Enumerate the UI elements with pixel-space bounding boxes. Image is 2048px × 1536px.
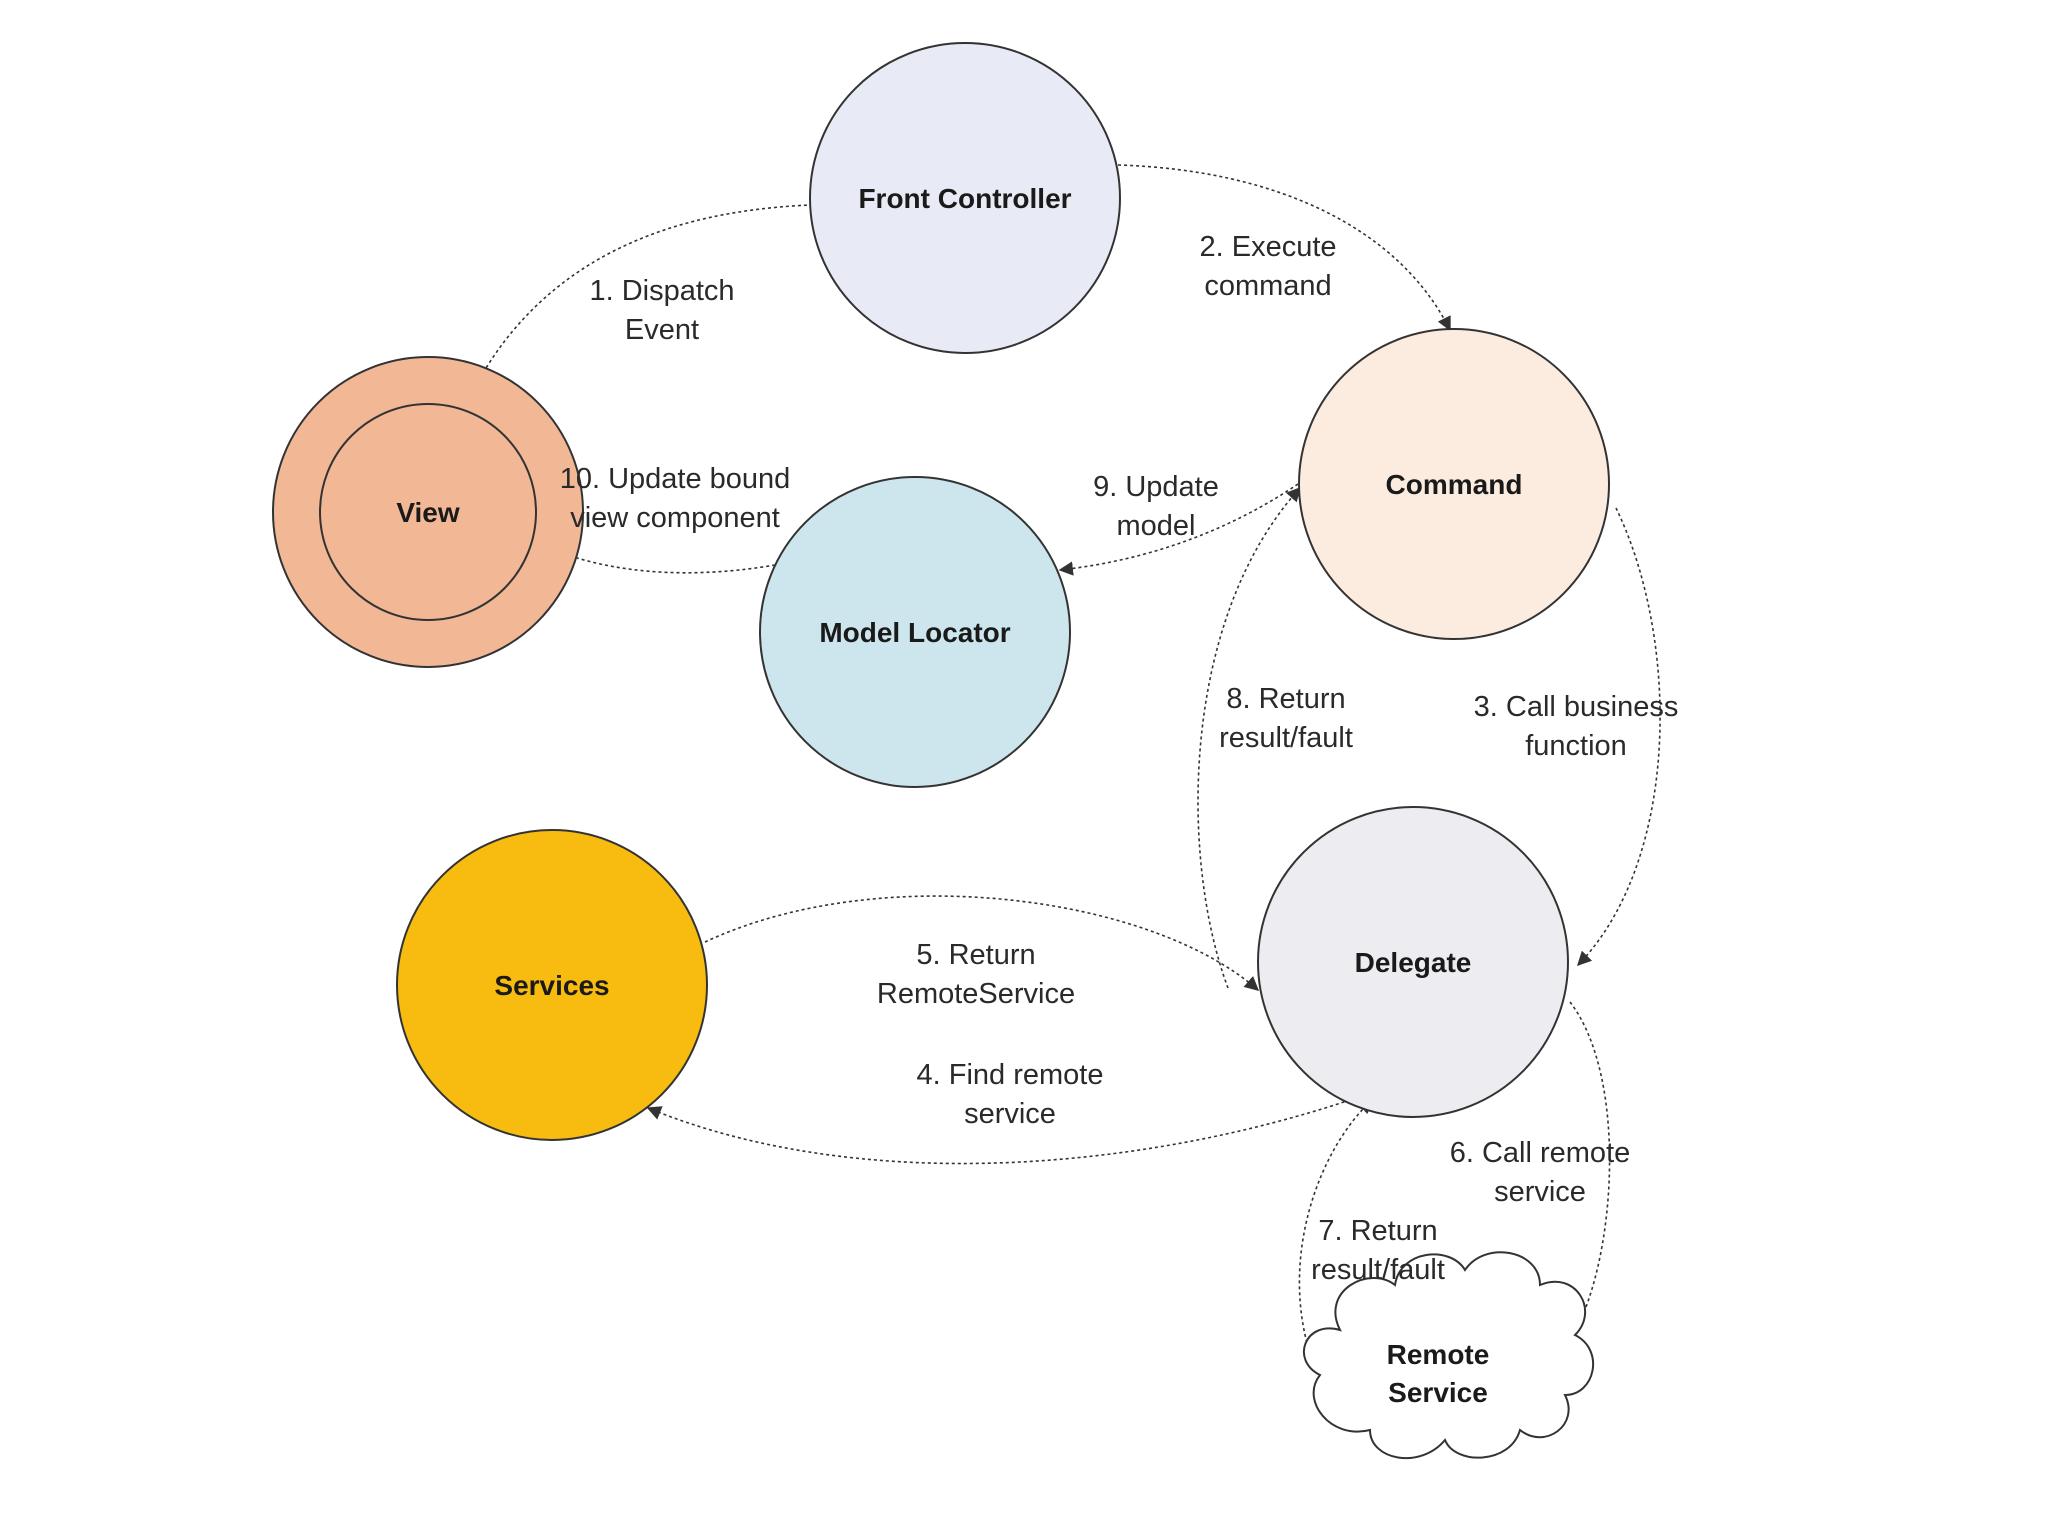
label-call-remote-service: 6. Call remote service bbox=[1450, 1137, 1631, 1208]
node-remote-service: Remote Service bbox=[1302, 1251, 1594, 1459]
view-outer-circle bbox=[272, 356, 584, 668]
node-command: Command bbox=[1298, 328, 1610, 640]
label-return-result-fault-delegate-line2: result/fault bbox=[1219, 722, 1353, 754]
edge-return-remote-service bbox=[704, 895, 1260, 991]
services-circle bbox=[396, 829, 708, 1141]
label-update-model-line2: model bbox=[1117, 510, 1196, 542]
label-update-model: 9. Update model bbox=[1093, 471, 1219, 542]
label-return-result-fault-remote: 7. Return result/fault bbox=[1311, 1215, 1445, 1286]
label-update-bound-view: 10. Update bound view component bbox=[560, 463, 791, 534]
node-view: View bbox=[272, 356, 584, 668]
front-controller-label: Front Controller bbox=[858, 183, 1071, 214]
model-locator-circle bbox=[759, 476, 1071, 788]
delegate-label: Delegate bbox=[1355, 947, 1472, 978]
label-update-bound-view-line1: 10. Update bound bbox=[560, 463, 791, 495]
node-delegate: Delegate bbox=[1257, 806, 1569, 1118]
label-return-remote-service: 5. Return RemoteService bbox=[877, 939, 1075, 1010]
label-return-result-fault-delegate: 8. Return result/fault bbox=[1219, 683, 1353, 754]
edge-update-bound-view bbox=[493, 516, 776, 574]
label-call-remote-service-line2: service bbox=[1494, 1176, 1586, 1208]
command-circle bbox=[1298, 328, 1610, 640]
label-find-remote-service-line2: service bbox=[964, 1098, 1056, 1130]
edge-execute-command bbox=[1117, 164, 1451, 332]
label-dispatch-event-line2: Event bbox=[625, 314, 699, 346]
label-execute-command-line1: 2. Execute bbox=[1199, 231, 1336, 263]
label-return-remote-service-line2: RemoteService bbox=[877, 978, 1075, 1010]
view-label: View bbox=[396, 497, 460, 528]
label-execute-command-line2: command bbox=[1204, 270, 1331, 302]
edge-return-result-fault-remote bbox=[1298, 1099, 1374, 1361]
label-return-result-fault-remote-line2: result/fault bbox=[1311, 1254, 1445, 1286]
label-return-result-fault-delegate-line1: 8. Return bbox=[1226, 683, 1345, 715]
remote-service-label-line2: Service bbox=[1388, 1377, 1488, 1408]
delegate-circle bbox=[1257, 806, 1569, 1118]
edge-call-remote-service bbox=[1569, 1001, 1611, 1341]
label-execute-command: 2. Execute command bbox=[1199, 231, 1336, 302]
edge-call-business-function bbox=[1576, 507, 1661, 967]
label-return-result-fault-remote-line1: 7. Return bbox=[1318, 1215, 1437, 1247]
label-call-business-function: 3. Call business function bbox=[1474, 691, 1679, 762]
edge-update-model bbox=[1058, 483, 1299, 576]
label-call-business-function-line2: function bbox=[1525, 730, 1627, 762]
command-label: Command bbox=[1386, 469, 1523, 500]
model-locator-label: Model Locator bbox=[819, 617, 1010, 648]
label-update-bound-view-line2: view component bbox=[570, 502, 780, 534]
label-call-remote-service-line1: 6. Call remote bbox=[1450, 1137, 1631, 1169]
services-label: Services bbox=[494, 970, 609, 1001]
remote-service-cloud-shape bbox=[1302, 1251, 1594, 1459]
label-call-business-function-line1: 3. Call business bbox=[1474, 691, 1679, 723]
label-find-remote-service: 4. Find remote service bbox=[917, 1059, 1104, 1130]
label-dispatch-event: 1. Dispatch Event bbox=[589, 275, 734, 346]
node-services: Services bbox=[396, 829, 708, 1141]
node-front-controller: Front Controller bbox=[809, 42, 1121, 354]
front-controller-circle bbox=[809, 42, 1121, 354]
edge-return-result-fault-delegate bbox=[1197, 486, 1301, 989]
label-update-model-line1: 9. Update bbox=[1093, 471, 1219, 503]
label-find-remote-service-line1: 4. Find remote bbox=[917, 1059, 1104, 1091]
label-dispatch-event-line1: 1. Dispatch bbox=[589, 275, 734, 307]
remote-service-label-line1: Remote bbox=[1387, 1339, 1490, 1370]
view-inner-circle bbox=[319, 403, 537, 621]
label-return-remote-service-line1: 5. Return bbox=[916, 939, 1035, 971]
edge-dispatch-event bbox=[479, 204, 811, 379]
edge-find-remote-service bbox=[646, 1099, 1351, 1165]
node-model-locator: Model Locator bbox=[759, 476, 1071, 788]
